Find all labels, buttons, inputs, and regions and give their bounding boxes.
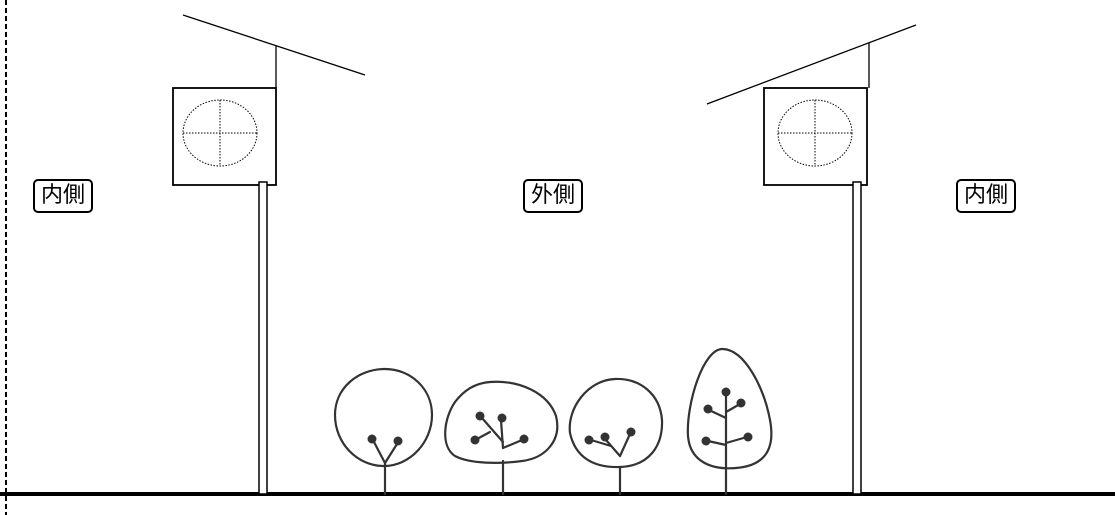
label-outside: 外側 [523, 179, 584, 213]
fan-grille-icon [777, 99, 853, 167]
fan-grille-icon [182, 99, 258, 167]
left-ac-unit [172, 14, 366, 495]
left-pole [258, 181, 268, 495]
tree-icon [686, 347, 773, 496]
right-ac-unit [706, 24, 917, 495]
tree-icon [568, 377, 664, 496]
right-roof-line [706, 24, 917, 105]
left-roof-line [182, 14, 366, 76]
label-inside-left: 内側 [33, 179, 94, 213]
tree-icon [333, 367, 434, 496]
left-ac-box [172, 87, 277, 186]
right-pole [852, 181, 862, 495]
label-inside-right: 内側 [956, 179, 1017, 213]
tree-icon [444, 380, 559, 496]
